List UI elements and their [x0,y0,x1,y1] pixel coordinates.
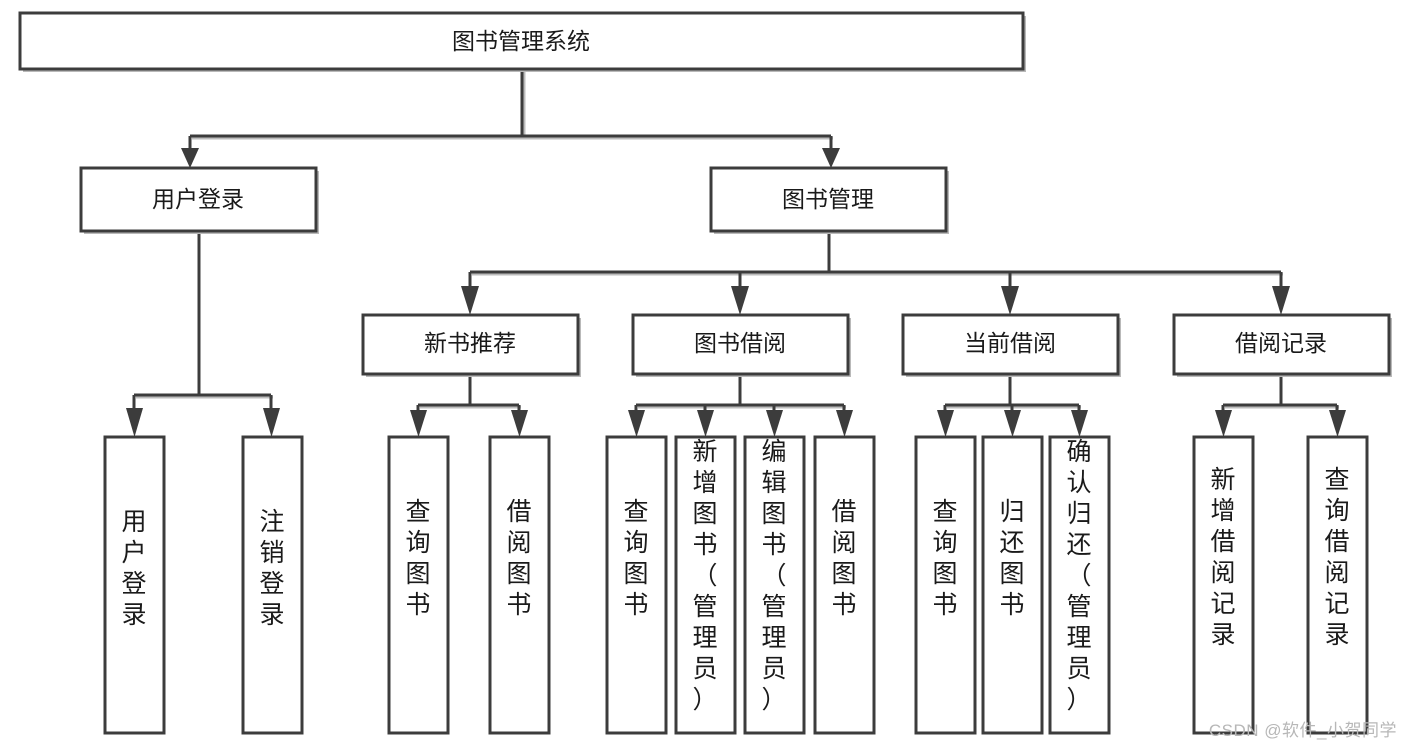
node-new-book-recommend[interactable]: 新书推荐 [361,313,581,377]
leaf-book-borrow-4-rect [813,435,876,735]
connector-group-book-manage [461,232,1290,315]
csdn-watermark: CSDN @软件_小贺同学 [1208,721,1397,740]
leaf-borrow-record-2-rect [1306,435,1369,735]
arrow-to-book-manage [822,148,840,168]
connector-group-current-borrow [937,375,1088,437]
connector-group-user-login [126,232,280,437]
leaf-current-borrow-1-rect [914,435,977,735]
connector-group-book-borrow [628,375,853,437]
leaf-book-borrow-1-rect [605,435,668,735]
node-borrow-record-label: 借阅记录 [1235,330,1327,356]
leaf-book-borrow-2-rect [674,435,737,735]
node-root-label: 图书管理系统 [452,28,590,54]
leaf-new-book-1-rect [387,435,450,735]
leaf-current-borrow-3-rect [1048,435,1111,735]
leaf-new-book-2-rect [488,435,551,735]
node-book-borrow-rect [631,313,850,376]
connector-group-new-book [410,375,528,437]
arrow-to-book-borrow [731,286,749,315]
arrow-to-leaf-currentborrow-2 [1004,410,1021,437]
leaf-user-login-1-rect [103,435,166,735]
leaf-borrow-record-1-label: 新增借阅记录 [1210,466,1235,649]
leaf-current-borrow-3[interactable]: 确认归还（管理员） [1048,435,1111,735]
leaf-borrow-record-2[interactable]: 查询借阅记录 [1306,435,1369,735]
leaf-book-borrow-3-rect [743,435,806,735]
arrow-to-borrow-record [1272,286,1290,315]
leaf-new-book-2[interactable]: 借阅图书 [488,435,551,735]
node-user-login-rect [79,166,318,233]
node-book-manage-rect [709,166,948,233]
leaf-new-book-2-label: 借阅图书 [506,498,531,619]
arrow-to-leaf-newbook-1 [410,410,427,437]
node-borrow-record-rect [1172,313,1391,376]
arrow-to-leaf-user-login-2 [263,408,280,437]
arrow-to-leaf-bookborrow-4 [836,410,853,437]
node-borrow-record[interactable]: 借阅记录 [1172,313,1392,377]
node-new-book-recommend-label: 新书推荐 [424,330,516,356]
connector-group-root [181,70,840,168]
leaf-current-borrow-2-label: 归还图书 [999,498,1024,619]
node-root[interactable]: 图书管理系统 [18,11,1026,72]
leaf-new-book-1[interactable]: 查询图书 [387,435,450,735]
arrow-to-leaf-currentborrow-3 [1071,410,1088,437]
node-user-login[interactable]: 用户登录 [79,166,319,234]
leaf-user-login-2[interactable]: 注销登录 [241,435,304,735]
leaf-current-borrow-3-label: 确认归还（管理员） [1066,438,1091,714]
arrow-to-new-book [461,286,479,315]
arrow-to-user-login [181,148,199,168]
node-user-login-label: 用户登录 [152,186,244,212]
node-book-manage-label: 图书管理 [782,186,874,212]
leaf-book-borrow-2-label: 新增图书（管理员） [692,438,717,714]
leaf-book-borrow-3[interactable]: 编辑图书（管理员） [743,435,806,735]
arrow-to-leaf-bookborrow-2 [697,410,714,437]
leaf-user-login-1[interactable]: 用户登录 [103,435,166,735]
arrow-to-leaf-currentborrow-1 [937,410,954,437]
leaf-user-login-1-label: 用户登录 [121,508,146,629]
leaf-book-borrow-4-label: 借阅图书 [831,498,856,619]
arrow-to-current-borrow [1001,286,1019,315]
arrow-to-leaf-newbook-2 [511,410,528,437]
node-new-book-recommend-rect [361,313,580,376]
node-current-borrow-label: 当前借阅 [964,330,1056,356]
leaf-current-borrow-2-rect [981,435,1044,735]
leaf-borrow-record-2-label: 查询借阅记录 [1324,466,1349,649]
leaf-book-borrow-1-label: 查询图书 [623,498,648,619]
leaf-current-borrow-1[interactable]: 查询图书 [914,435,977,735]
leaf-book-borrow-1[interactable]: 查询图书 [605,435,668,735]
arrow-to-leaf-bookborrow-1 [628,410,645,437]
node-book-borrow[interactable]: 图书借阅 [631,313,851,377]
connector-group-borrow-record [1215,375,1346,437]
arrow-to-leaf-user-login-1 [126,408,143,437]
leaf-new-book-1-label: 查询图书 [405,498,430,619]
arrow-to-leaf-bookborrow-3 [766,410,783,437]
leaf-book-borrow-3-label: 编辑图书（管理员） [761,438,786,714]
leaf-book-borrow-2[interactable]: 新增图书（管理员） [674,435,737,735]
arrow-to-leaf-borrowrecord-2 [1329,410,1346,437]
leaf-book-borrow-4[interactable]: 借阅图书 [813,435,876,735]
node-book-borrow-label: 图书借阅 [694,330,786,356]
node-current-borrow[interactable]: 当前借阅 [901,313,1121,377]
leaf-borrow-record-1-rect [1192,435,1255,735]
leaf-current-borrow-1-label: 查询图书 [932,498,957,619]
node-current-borrow-rect [901,313,1120,376]
leaf-user-login-2-label: 注销登录 [259,508,284,629]
leaf-user-login-2-rect [241,435,304,735]
node-book-manage[interactable]: 图书管理 [709,166,949,234]
arrow-to-leaf-borrowrecord-1 [1215,410,1232,437]
leaf-borrow-record-1[interactable]: 新增借阅记录 [1192,435,1255,735]
node-root-rect [18,11,1025,71]
leaf-current-borrow-2[interactable]: 归还图书 [981,435,1044,735]
